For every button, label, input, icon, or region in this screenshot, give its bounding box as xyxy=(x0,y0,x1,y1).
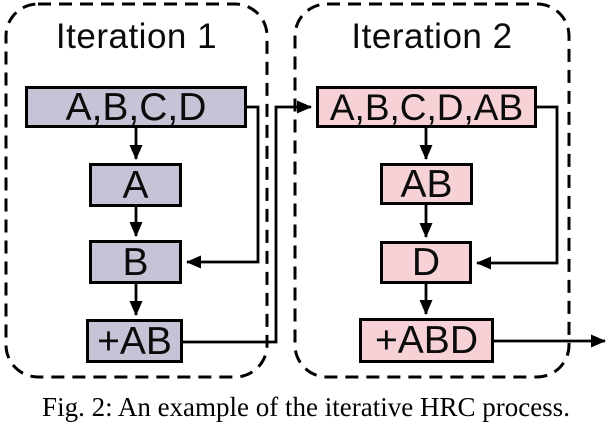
diagram-canvas xyxy=(4,2,606,379)
node-pool-abcd: A,B,C,D xyxy=(25,86,247,128)
node-plus-ab: +AB xyxy=(86,319,183,363)
node-a: A xyxy=(89,163,182,207)
edge-pool1-loop-to-b xyxy=(186,105,260,269)
hrc-iteration-diagram: Iteration 1 Iteration 2 A,B,C,D A B +AB … xyxy=(4,2,606,379)
iteration1-title: Iteration 1 xyxy=(55,17,218,56)
figure-caption: Fig. 2: An example of the iterative HRC … xyxy=(42,392,570,422)
node-plus-abd: +ABD xyxy=(359,318,494,363)
iteration2-panel-border xyxy=(293,2,571,379)
edge-plusab-to-pool2 xyxy=(183,100,312,344)
iteration1-panel-border xyxy=(4,2,269,379)
node-pool-abcdab: A,B,C,D,AB xyxy=(316,86,537,128)
node-b: B xyxy=(89,240,182,284)
node-d: D xyxy=(380,241,472,284)
edge-pool2-loop-to-d xyxy=(476,105,559,270)
iteration2-title: Iteration 2 xyxy=(351,17,513,56)
node-ab: AB xyxy=(380,163,473,205)
